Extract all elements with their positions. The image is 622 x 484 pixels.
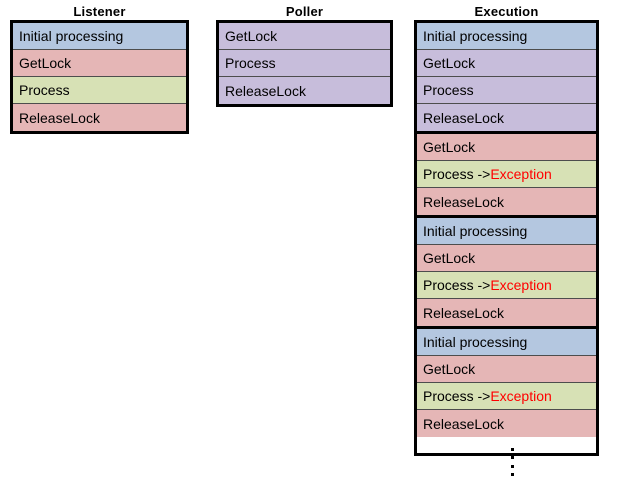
execution-group-1: Initial processing GetLock Process Relea… xyxy=(417,23,596,134)
execution-cell-process-exception: Process -> Exception xyxy=(417,383,596,410)
execution-cell-process-exception: Process -> Exception xyxy=(417,272,596,299)
execution-group-2: GetLock Process -> Exception ReleaseLock xyxy=(417,134,596,218)
process-label: Process -> xyxy=(423,277,491,293)
ellipsis-dot xyxy=(510,464,514,468)
execution-cell-getlock: GetLock xyxy=(417,245,596,272)
execution-cell-process-exception: Process -> Exception xyxy=(417,161,596,188)
listener-cell-getlock: GetLock xyxy=(13,50,186,77)
listener-cell-initial-processing: Initial processing xyxy=(13,23,186,50)
execution-cell-releaselock: ReleaseLock xyxy=(417,410,596,437)
execution-column: Execution Initial processing GetLock Pro… xyxy=(414,4,599,456)
execution-cell-initial-processing: Initial processing xyxy=(417,218,596,245)
execution-cell-getlock: GetLock xyxy=(417,50,596,77)
process-label: Process -> xyxy=(423,166,491,182)
execution-cell-process: Process xyxy=(417,77,596,104)
listener-sequence-stack: Initial processing GetLock Process Relea… xyxy=(10,20,189,134)
ellipsis-dot xyxy=(510,448,514,451)
execution-cell-getlock: GetLock xyxy=(417,356,596,383)
execution-cell-releaselock: ReleaseLock xyxy=(417,104,596,131)
ellipsis-dot xyxy=(510,472,514,476)
vertical-ellipsis-icon xyxy=(506,448,518,476)
execution-cell-initial-processing: Initial processing xyxy=(417,329,596,356)
poller-sequence-stack: GetLock Process ReleaseLock xyxy=(216,20,393,107)
exception-label: Exception xyxy=(490,388,552,404)
poller-group: GetLock Process ReleaseLock xyxy=(219,23,390,104)
execution-group-4: Initial processing GetLock Process -> Ex… xyxy=(417,329,596,437)
poller-cell-releaselock: ReleaseLock xyxy=(219,77,390,104)
execution-sequence-stack: Initial processing GetLock Process Relea… xyxy=(414,20,599,456)
listener-cell-process: Process xyxy=(13,77,186,104)
poller-column: Poller GetLock Process ReleaseLock xyxy=(216,4,393,107)
listener-cell-releaselock: ReleaseLock xyxy=(13,104,186,131)
execution-group-3: Initial processing GetLock Process -> Ex… xyxy=(417,218,596,329)
execution-cell-getlock: GetLock xyxy=(417,134,596,161)
listener-column: Listener Initial processing GetLock Proc… xyxy=(10,4,189,134)
exception-label: Exception xyxy=(490,166,552,182)
process-label: Process -> xyxy=(423,388,491,404)
ellipsis-dot xyxy=(510,456,514,460)
execution-cell-releaselock: ReleaseLock xyxy=(417,188,596,215)
listener-group: Initial processing GetLock Process Relea… xyxy=(13,23,186,131)
execution-cell-releaselock: ReleaseLock xyxy=(417,299,596,326)
poller-cell-process: Process xyxy=(219,50,390,77)
listener-column-title: Listener xyxy=(73,4,126,19)
execution-column-title: Execution xyxy=(474,4,539,19)
poller-column-title: Poller xyxy=(285,4,324,19)
poller-cell-getlock: GetLock xyxy=(219,23,390,50)
execution-cell-initial-processing: Initial processing xyxy=(417,23,596,50)
exception-label: Exception xyxy=(490,277,552,293)
